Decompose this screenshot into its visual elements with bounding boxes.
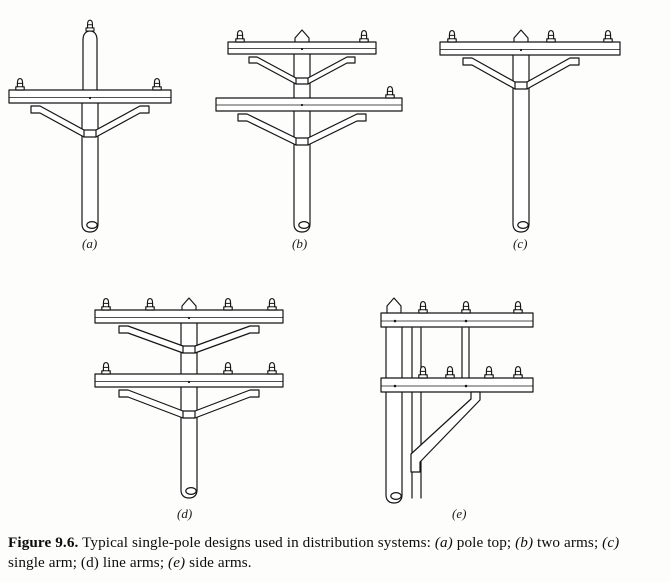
caption-marker-e: (e) [168, 554, 186, 571]
caption-marker-a: (a) [434, 534, 453, 551]
design-d-line-arms [94, 297, 284, 499]
sublabel-a: (a) [82, 236, 98, 251]
caption-marker-c: (c) [602, 534, 620, 551]
caption-marker-d: (d) [80, 554, 99, 571]
sublabel-d: (d) [177, 506, 193, 521]
design-c-single-arm [439, 29, 621, 233]
caption-name-e: side arms [189, 554, 248, 571]
caption-sep-e: . [247, 554, 252, 571]
caption-sep-b: ; [593, 534, 603, 551]
caption-sep-d: ; [159, 554, 169, 571]
caption-lead: Typical single-pole designs used in dist… [82, 534, 431, 551]
caption-marker-b: (b) [515, 534, 534, 551]
caption-name-d: line arms [102, 554, 160, 571]
caption-name-a: pole top [456, 534, 507, 551]
design-e-side-arms [380, 297, 534, 504]
caption-name-b: two arms [537, 534, 594, 551]
sublabel-e: (e) [452, 506, 467, 521]
figure-caption: Figure 9.6. Typical single-pole designs … [8, 533, 648, 573]
caption-sep-c: ; [72, 554, 81, 571]
design-b-two-arms [215, 29, 403, 233]
figure-number: Figure 9.6. [8, 534, 79, 551]
sublabel-c: (c) [513, 236, 528, 251]
sublabel-b: (b) [292, 236, 308, 251]
caption-name-c: single arm [8, 554, 73, 571]
caption-sep-a: ; [506, 534, 516, 551]
design-a-pole-top [8, 19, 172, 233]
